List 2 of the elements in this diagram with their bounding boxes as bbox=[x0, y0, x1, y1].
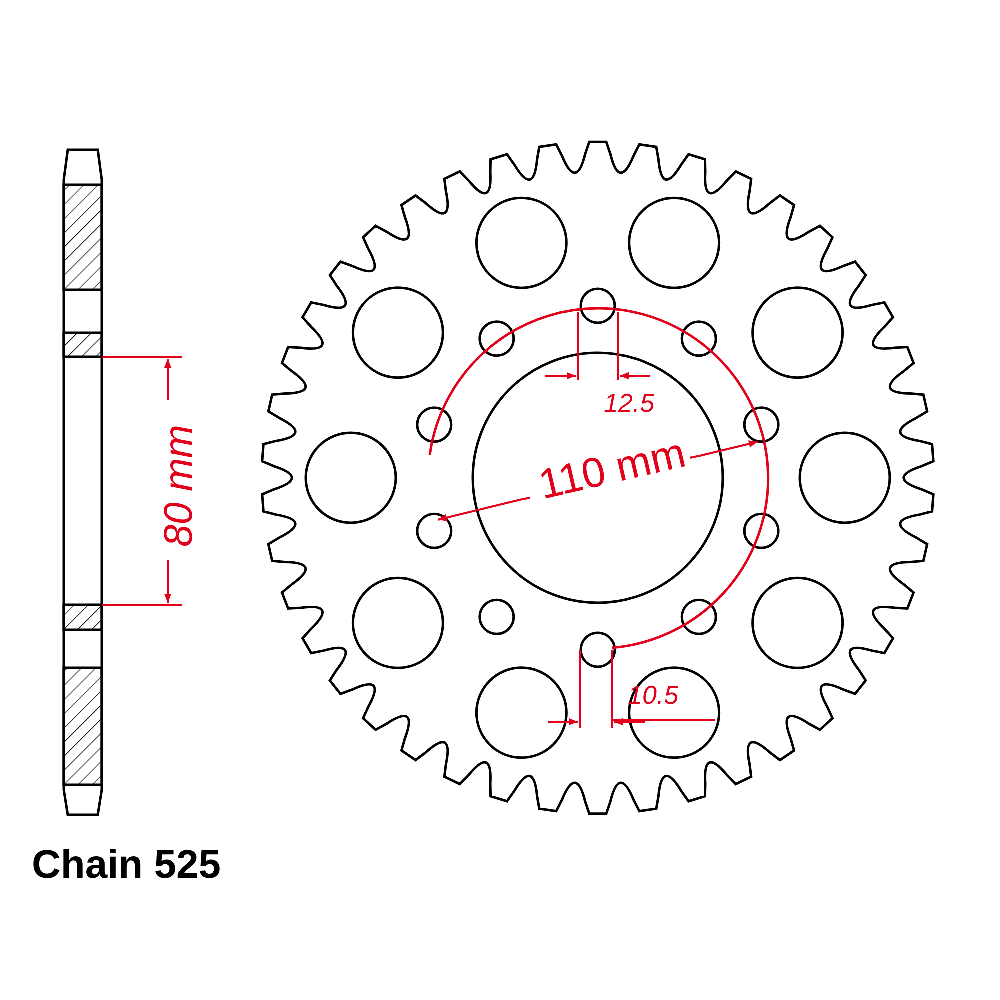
caption-text: Chain 525 bbox=[32, 845, 221, 885]
dimension-label: 12.5 bbox=[604, 390, 655, 416]
